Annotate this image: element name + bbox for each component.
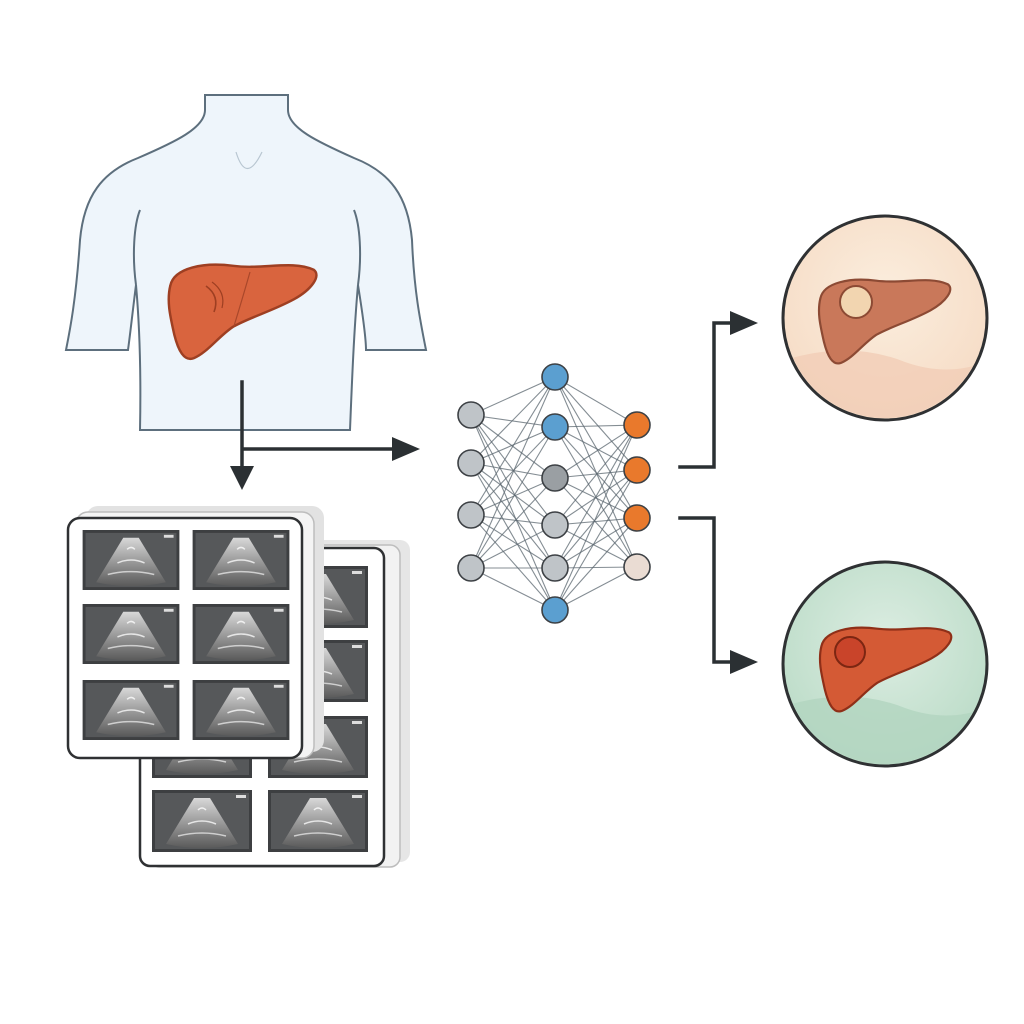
network-edge — [470, 426, 556, 516]
network-node-gray — [457, 501, 485, 529]
network-edge — [554, 376, 638, 519]
network-edge — [554, 424, 638, 479]
network-edge — [470, 514, 556, 611]
network-edge — [554, 426, 638, 471]
network-node-blue — [541, 363, 569, 391]
network-node-gray — [541, 511, 569, 539]
network-nodes — [457, 363, 651, 624]
network-edge — [470, 462, 556, 569]
outcome-top-icon — [781, 214, 989, 422]
network-edge — [470, 514, 556, 526]
network-node-blue — [541, 596, 569, 624]
network-node-gray — [457, 449, 485, 477]
lesion-marker — [834, 636, 866, 668]
torso-icon — [64, 94, 428, 431]
lesion-marker — [839, 285, 873, 319]
network-node-orange — [623, 456, 651, 484]
network-edge — [470, 524, 556, 569]
network-node-blue — [541, 413, 569, 441]
network-edge — [470, 477, 556, 569]
network-edge — [554, 424, 638, 569]
network-edge — [470, 376, 556, 464]
network-edge — [554, 469, 638, 569]
network-edge — [470, 414, 556, 569]
ultrasound-image-stack-icon — [66, 506, 410, 868]
network-node-gray — [541, 554, 569, 582]
network-edge — [470, 514, 556, 569]
network-edge — [554, 426, 638, 519]
liver-icon — [167, 263, 318, 361]
network-edge — [470, 376, 556, 569]
neural-network-icon — [457, 363, 651, 624]
network-edge — [554, 477, 638, 568]
torso-silhouette — [64, 94, 428, 431]
network-edge — [470, 462, 556, 611]
network-edge — [470, 414, 556, 428]
network-edge — [554, 566, 638, 611]
liver-with-lesion-icon — [818, 626, 953, 713]
network-edge — [470, 462, 556, 526]
network-node-orange — [623, 504, 651, 532]
network-edge — [554, 517, 638, 569]
network-edge — [470, 376, 556, 516]
flow-arrows — [230, 311, 758, 674]
network-edge — [470, 376, 556, 416]
network-edge — [554, 517, 638, 611]
network-node-orange — [623, 411, 651, 439]
network-node-dark-gray — [541, 464, 569, 492]
network-edge — [470, 567, 556, 611]
network-node-gray — [457, 554, 485, 582]
network-edge — [554, 469, 638, 611]
network-node-gray — [457, 401, 485, 429]
network-edge — [554, 376, 638, 426]
network-edge — [554, 524, 638, 568]
liver-with-lesion-icon — [817, 278, 952, 365]
network-node-beige — [623, 553, 651, 581]
network-edge — [554, 424, 638, 526]
network-edge — [554, 424, 638, 611]
network-edge — [470, 426, 556, 569]
outcome-bottom-icon — [781, 560, 989, 768]
network-edge — [470, 414, 556, 611]
